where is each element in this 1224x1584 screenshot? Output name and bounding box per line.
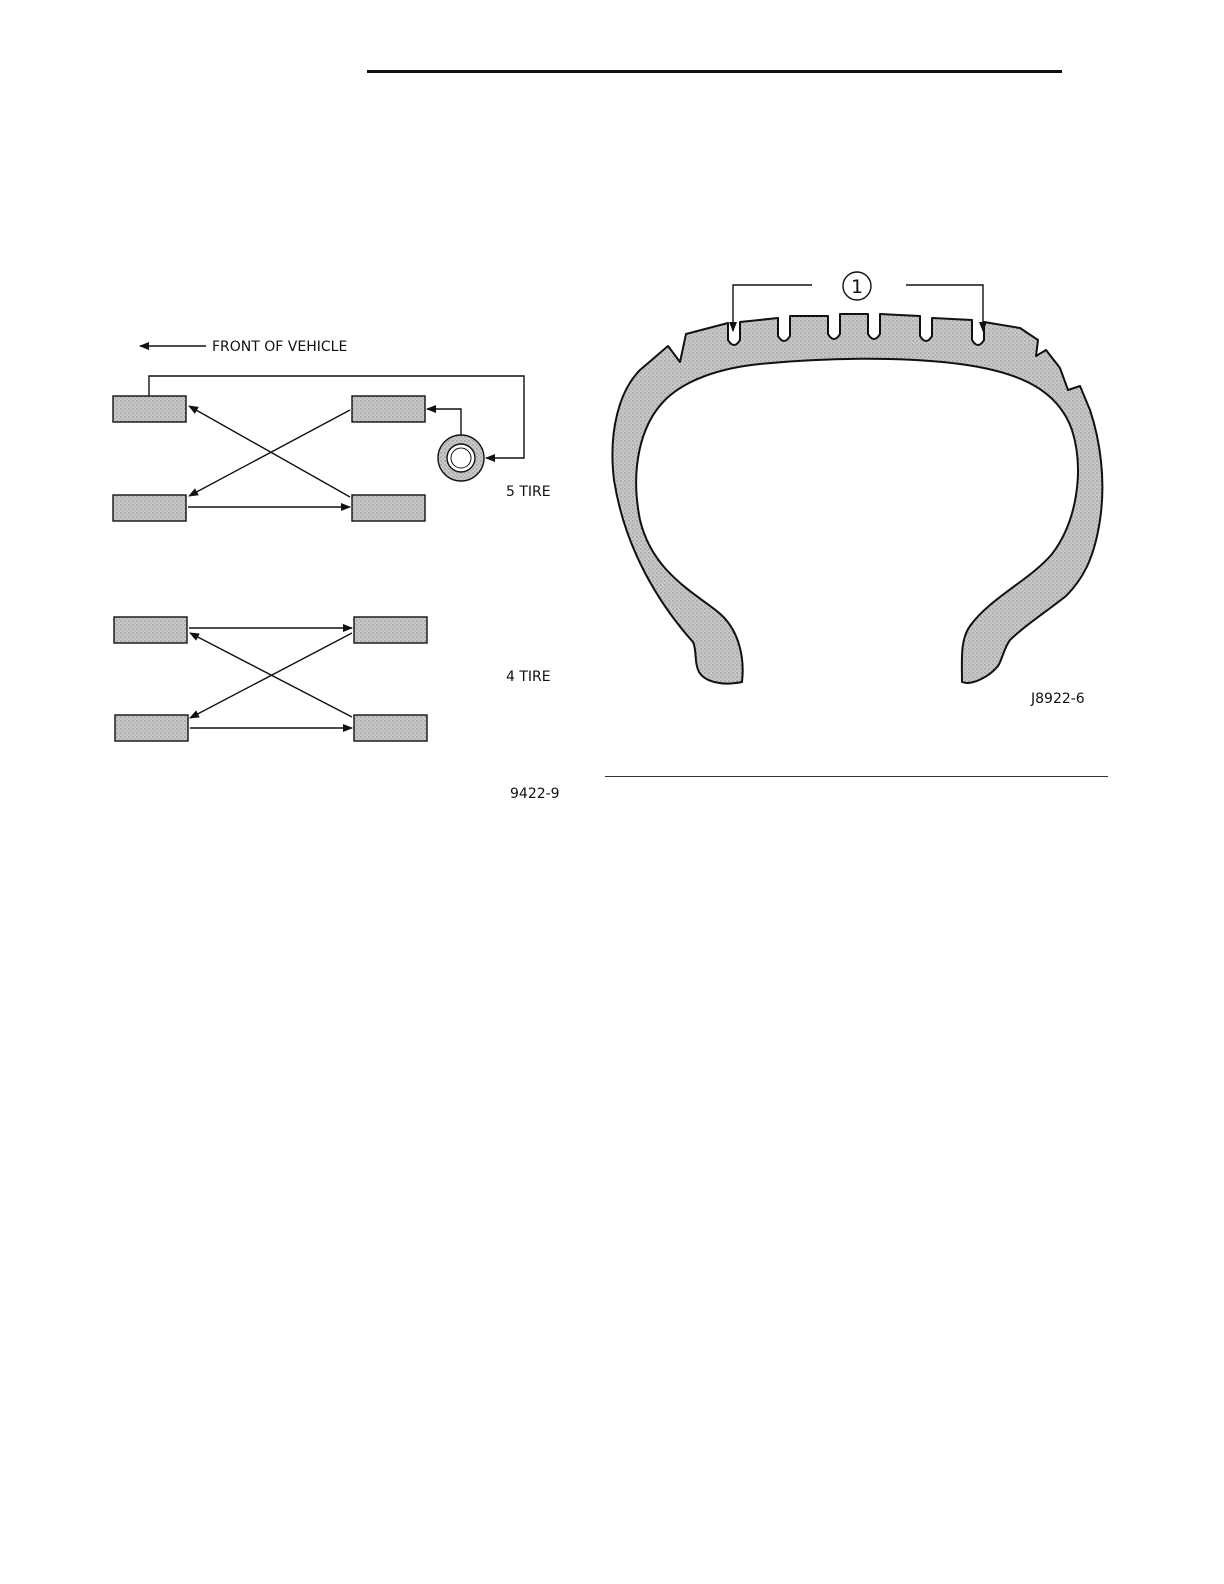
- tire-cross-section-figure: 1 J8922-6: [612, 272, 1102, 707]
- four-tire-label: 4 TIRE: [506, 669, 551, 685]
- tire-rear-right-5: [352, 495, 425, 521]
- tire-front-left-5: [113, 396, 186, 422]
- tire-rear-left-4: [354, 617, 427, 643]
- tire-rear-right-4: [354, 715, 427, 741]
- five-tire-label: 5 TIRE: [506, 484, 551, 500]
- tire-rotation-figure: FRONT OF VEHICLE 5 TIRE: [113, 339, 560, 802]
- tire-figure-id: J8922-6: [1030, 691, 1085, 707]
- spare-tire-icon: [438, 435, 484, 481]
- arrow-spare-to-rear-left: [427, 409, 461, 435]
- callout-number: 1: [851, 276, 863, 298]
- four-tire-pattern: [114, 617, 427, 741]
- rotation-figure-id: 9422-9: [510, 786, 560, 802]
- tire-rear-left-5: [352, 396, 425, 422]
- five-tire-pattern: [113, 376, 524, 521]
- tire-cross-section: [612, 314, 1102, 684]
- front-of-vehicle-label: FRONT OF VEHICLE: [212, 339, 347, 355]
- figure-bottom-rule: [605, 776, 1108, 777]
- tire-front-right-4: [115, 715, 188, 741]
- tire-front-right-5: [113, 495, 186, 521]
- tire-front-left-4: [114, 617, 187, 643]
